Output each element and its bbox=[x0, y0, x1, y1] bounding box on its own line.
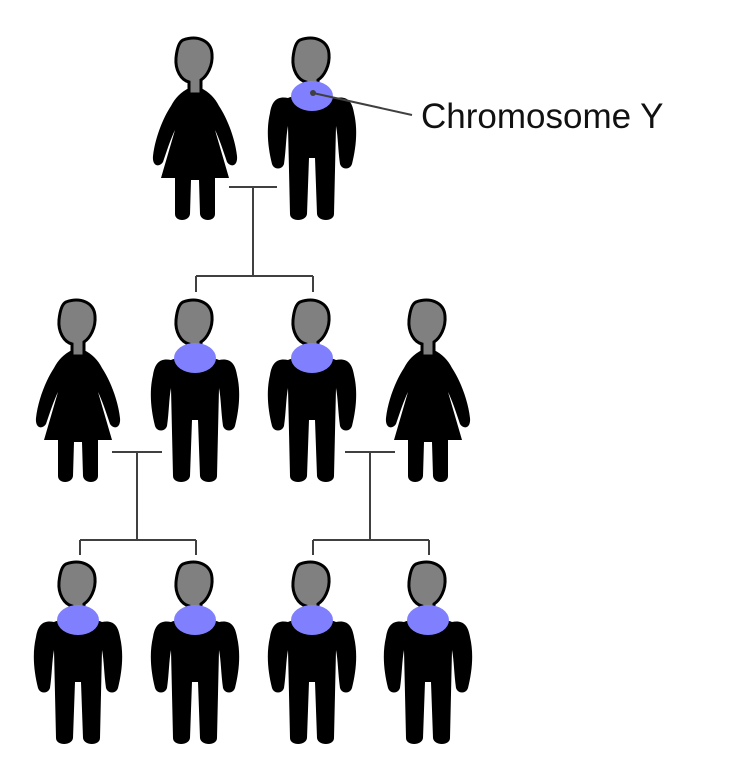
callout-line bbox=[312, 92, 413, 116]
male-silhouette bbox=[149, 298, 241, 484]
chromosome-y-marker bbox=[57, 605, 99, 635]
people-layer bbox=[32, 36, 474, 746]
male-silhouette bbox=[266, 36, 358, 222]
male-figure bbox=[266, 298, 358, 484]
pedigree-connectors bbox=[79, 186, 430, 555]
male-silhouette bbox=[32, 560, 124, 746]
male-figure bbox=[266, 36, 358, 222]
chromosome-y-label: Chromosome Y bbox=[421, 97, 664, 136]
chromosome-y-marker bbox=[407, 605, 449, 635]
female-silhouette bbox=[34, 298, 122, 484]
male-silhouette bbox=[266, 560, 358, 746]
chromosome-y-marker bbox=[291, 605, 333, 635]
male-figure bbox=[149, 298, 241, 484]
female-figure bbox=[384, 298, 472, 484]
male-silhouette bbox=[149, 560, 241, 746]
male-figure bbox=[382, 560, 474, 746]
chromosome-y-marker bbox=[174, 343, 216, 373]
female-silhouette bbox=[384, 298, 472, 484]
male-figure bbox=[149, 560, 241, 746]
female-silhouette bbox=[151, 36, 239, 222]
callout-dot bbox=[310, 90, 316, 96]
chromosome-y-annotation: Chromosome Y bbox=[310, 90, 664, 136]
chromosome-y-marker bbox=[291, 81, 333, 111]
female-figure bbox=[151, 36, 239, 222]
male-figure bbox=[266, 560, 358, 746]
chromosome-y-marker bbox=[291, 343, 333, 373]
chromosome-y-marker bbox=[174, 605, 216, 635]
male-figure bbox=[32, 560, 124, 746]
male-silhouette bbox=[266, 298, 358, 484]
female-figure bbox=[34, 298, 122, 484]
male-silhouette bbox=[382, 560, 474, 746]
